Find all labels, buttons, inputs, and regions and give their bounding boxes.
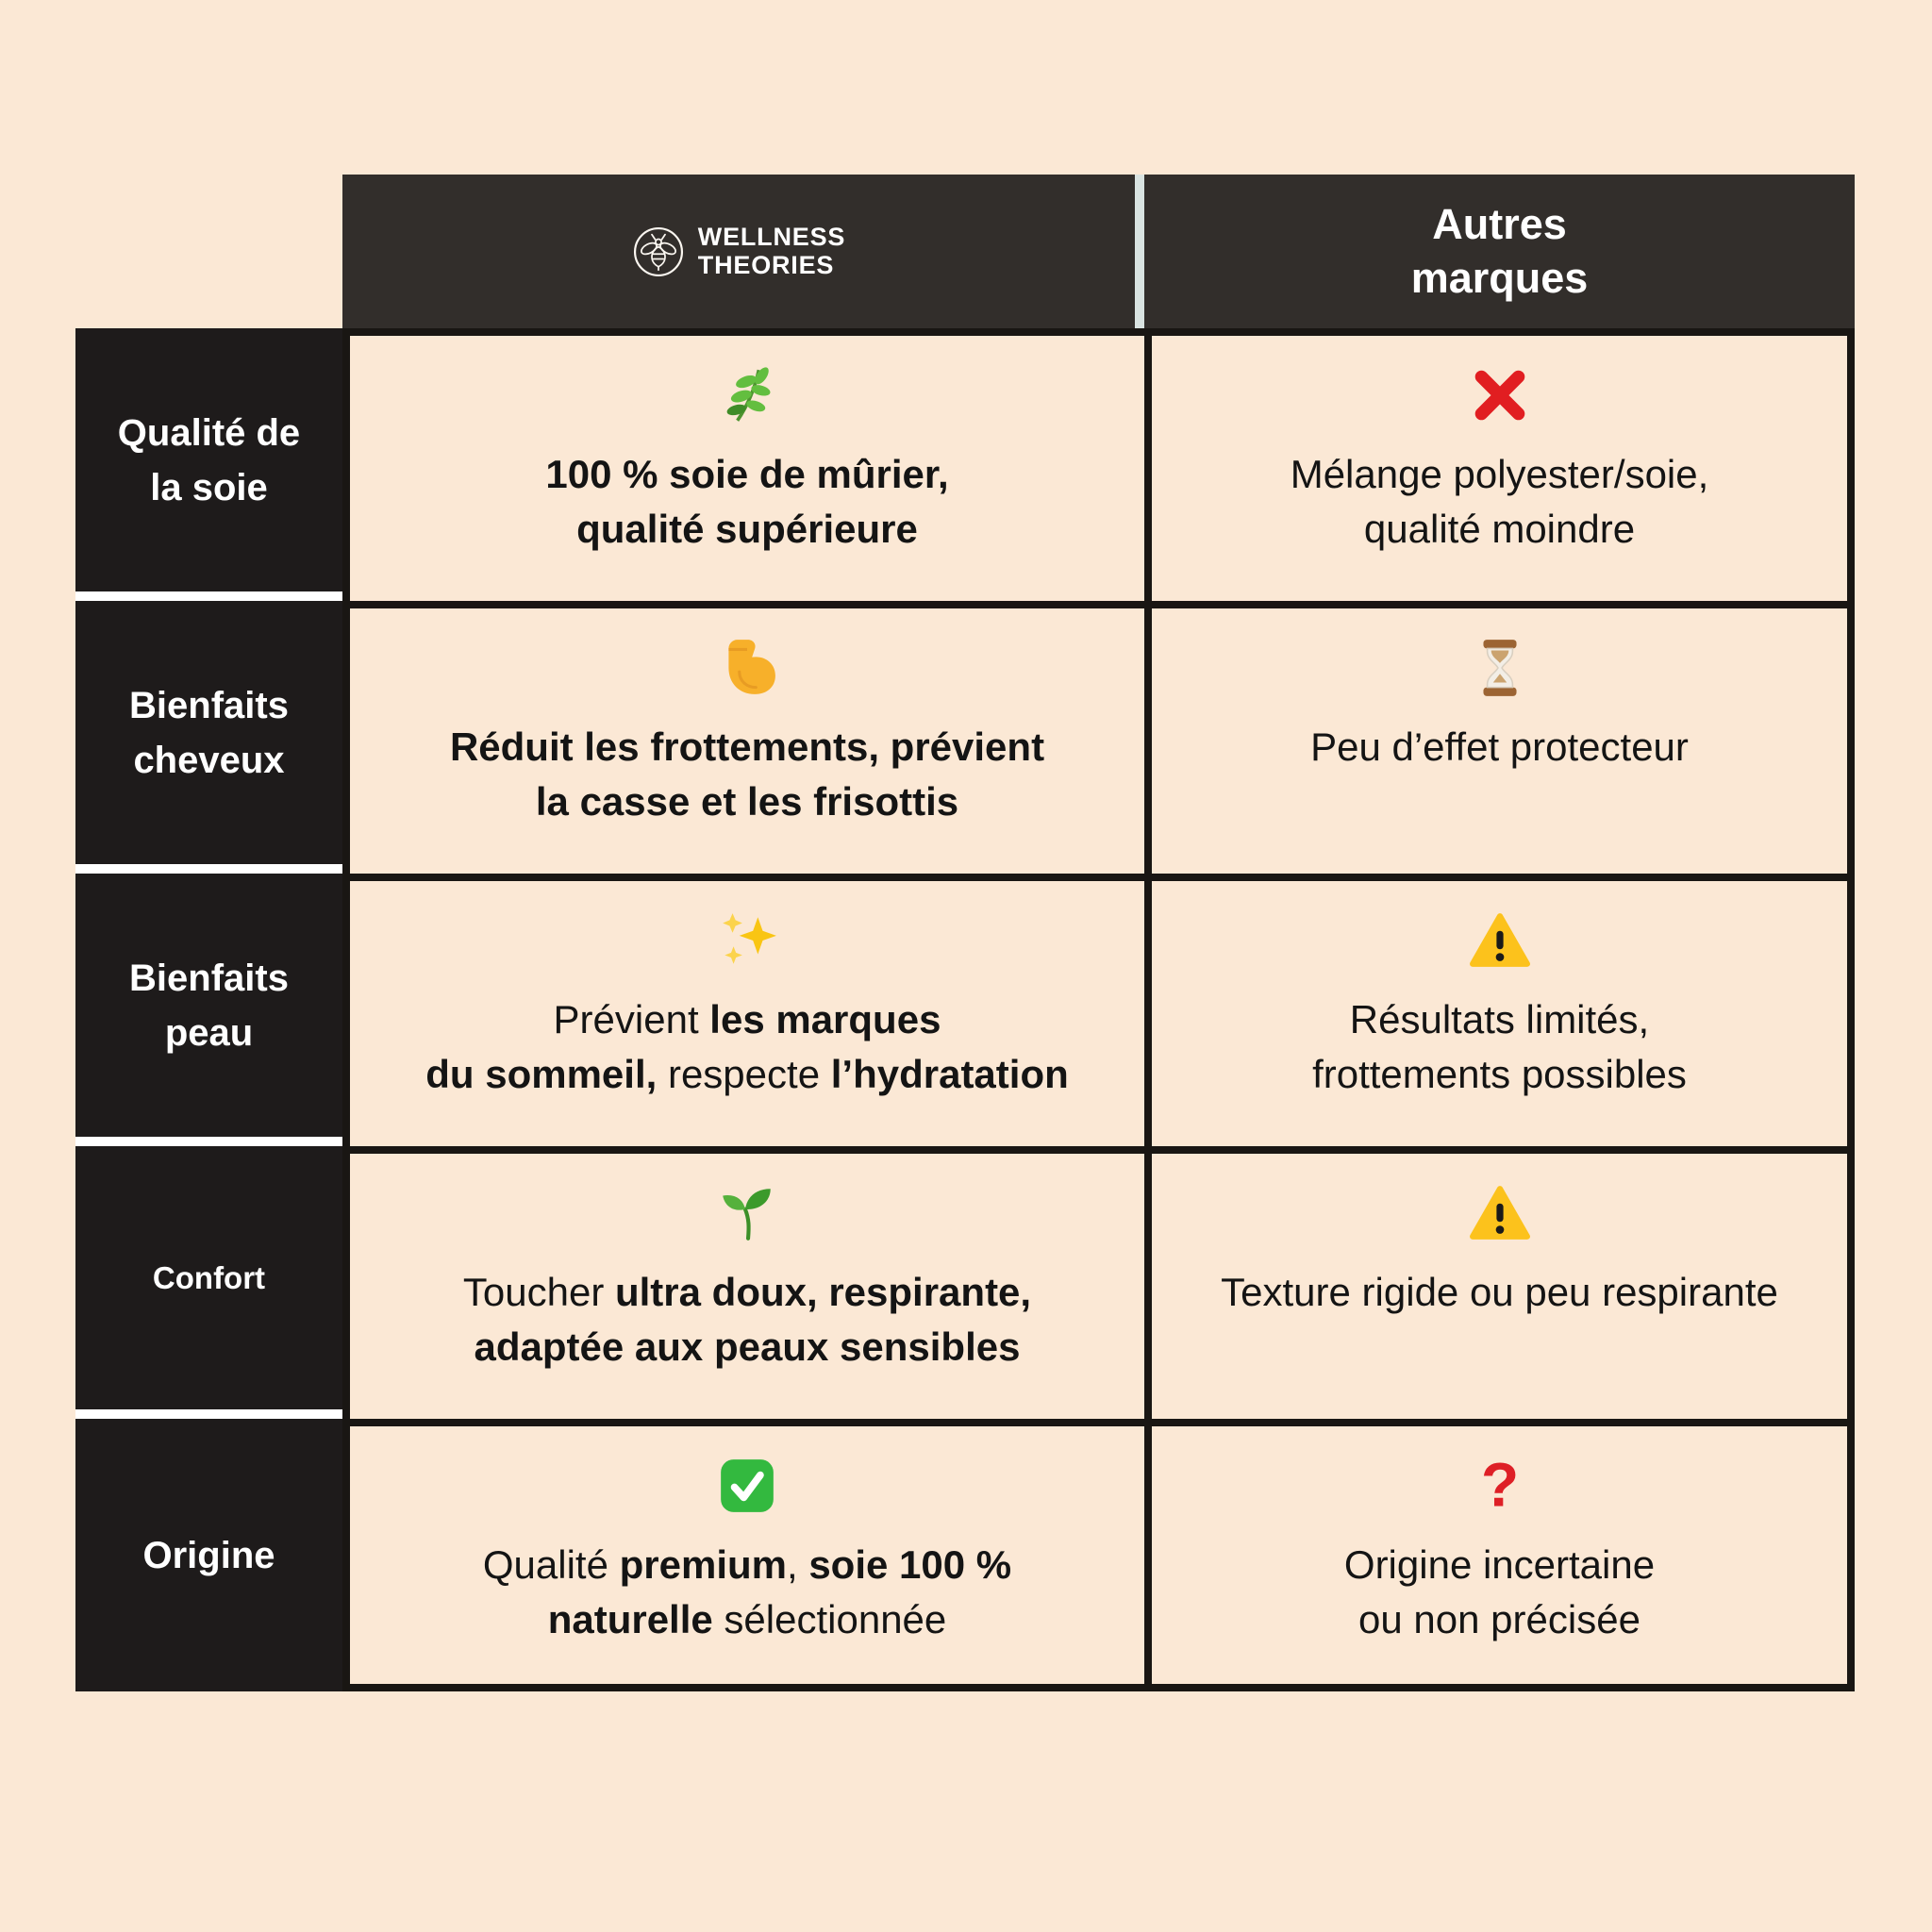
cell-qualite-wellness-text: 100 % soie de mûrier,qualité supérieure bbox=[545, 452, 949, 551]
cell-confort-autres: Texture rigide ou peu respirante bbox=[1144, 1146, 1855, 1419]
cross-mark-icon bbox=[1469, 364, 1531, 426]
cell-confort-wellness: Toucher ultra doux, respirante,adaptée a… bbox=[342, 1146, 1144, 1419]
sparkles-icon bbox=[716, 909, 778, 972]
warning-icon bbox=[1469, 1182, 1531, 1244]
herb-icon bbox=[716, 364, 778, 426]
row-label-text: Confort bbox=[152, 1259, 266, 1295]
cell-qualite-autres: Mélange polyester/soie,qualité moindre bbox=[1144, 328, 1855, 601]
empty-corner-cell bbox=[75, 175, 342, 328]
seedling-icon bbox=[716, 1182, 778, 1244]
cell-confort-wellness-text: Toucher ultra doux, respirante,adaptée a… bbox=[462, 1270, 1032, 1369]
cell-cheveux-autres: Peu d’effet protecteur bbox=[1144, 601, 1855, 874]
cell-qualite-wellness: 100 % soie de mûrier,qualité supérieure bbox=[342, 328, 1144, 601]
row-label-confort: Confort bbox=[75, 1146, 342, 1419]
cell-peau-autres: Résultats limités,frottements possibles bbox=[1144, 874, 1855, 1146]
question-mark-icon: ? bbox=[1469, 1455, 1531, 1517]
header-brand-wellness-theories: WELLNESS THEORIES bbox=[342, 175, 1144, 328]
cell-origine-wellness-text: Qualité premium, soie 100 %naturelle sél… bbox=[482, 1542, 1012, 1641]
check-button-icon bbox=[716, 1455, 778, 1517]
svg-text:?: ? bbox=[1480, 1455, 1518, 1517]
cell-cheveux-autres-text: Peu d’effet protecteur bbox=[1310, 724, 1689, 769]
row-label-origine: Origine bbox=[75, 1419, 342, 1691]
cell-peau-autres-text: Résultats limités,frottements possibles bbox=[1312, 997, 1687, 1096]
flexed-biceps-icon bbox=[716, 637, 778, 699]
row-label-text: Origine bbox=[142, 1534, 275, 1576]
brand-logo-text: WELLNESS THEORIES bbox=[697, 222, 846, 279]
hourglass-icon bbox=[1469, 637, 1531, 699]
cell-confort-autres-text: Texture rigide ou peu respirante bbox=[1221, 1270, 1778, 1314]
brand-logo-line2: THEORIES bbox=[697, 250, 835, 279]
bee-icon bbox=[632, 225, 685, 278]
cell-origine-wellness: Qualité premium, soie 100 %naturelle sél… bbox=[342, 1419, 1144, 1691]
warning-icon bbox=[1469, 909, 1531, 972]
cell-qualite-autres-text: Mélange polyester/soie,qualité moindre bbox=[1290, 452, 1709, 551]
brand-logo-line1: WELLNESS bbox=[697, 222, 846, 251]
